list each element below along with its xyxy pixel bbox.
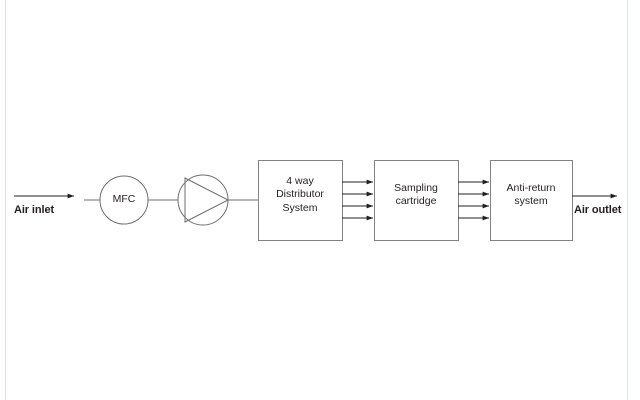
antireturn-label: Anti-return system [506,182,556,208]
mfc-label: MFC [112,193,136,205]
distributor-label: 4 way Distributor System [276,175,324,214]
pump-triangle-icon [177,174,230,226]
page-border-right [627,0,628,400]
air-inlet-label: Air inlet [14,204,55,216]
page-border-left [5,0,6,400]
arrows-distributor-to-cartridge [342,179,374,221]
cartridge-label: Sampling cartridge [394,182,438,208]
arrows-cartridge-to-antireturn [458,179,490,221]
air-outlet-label: Air outlet [574,204,622,216]
distributor-box [258,160,343,241]
cartridge-box [374,160,459,241]
antireturn-box [490,160,573,241]
